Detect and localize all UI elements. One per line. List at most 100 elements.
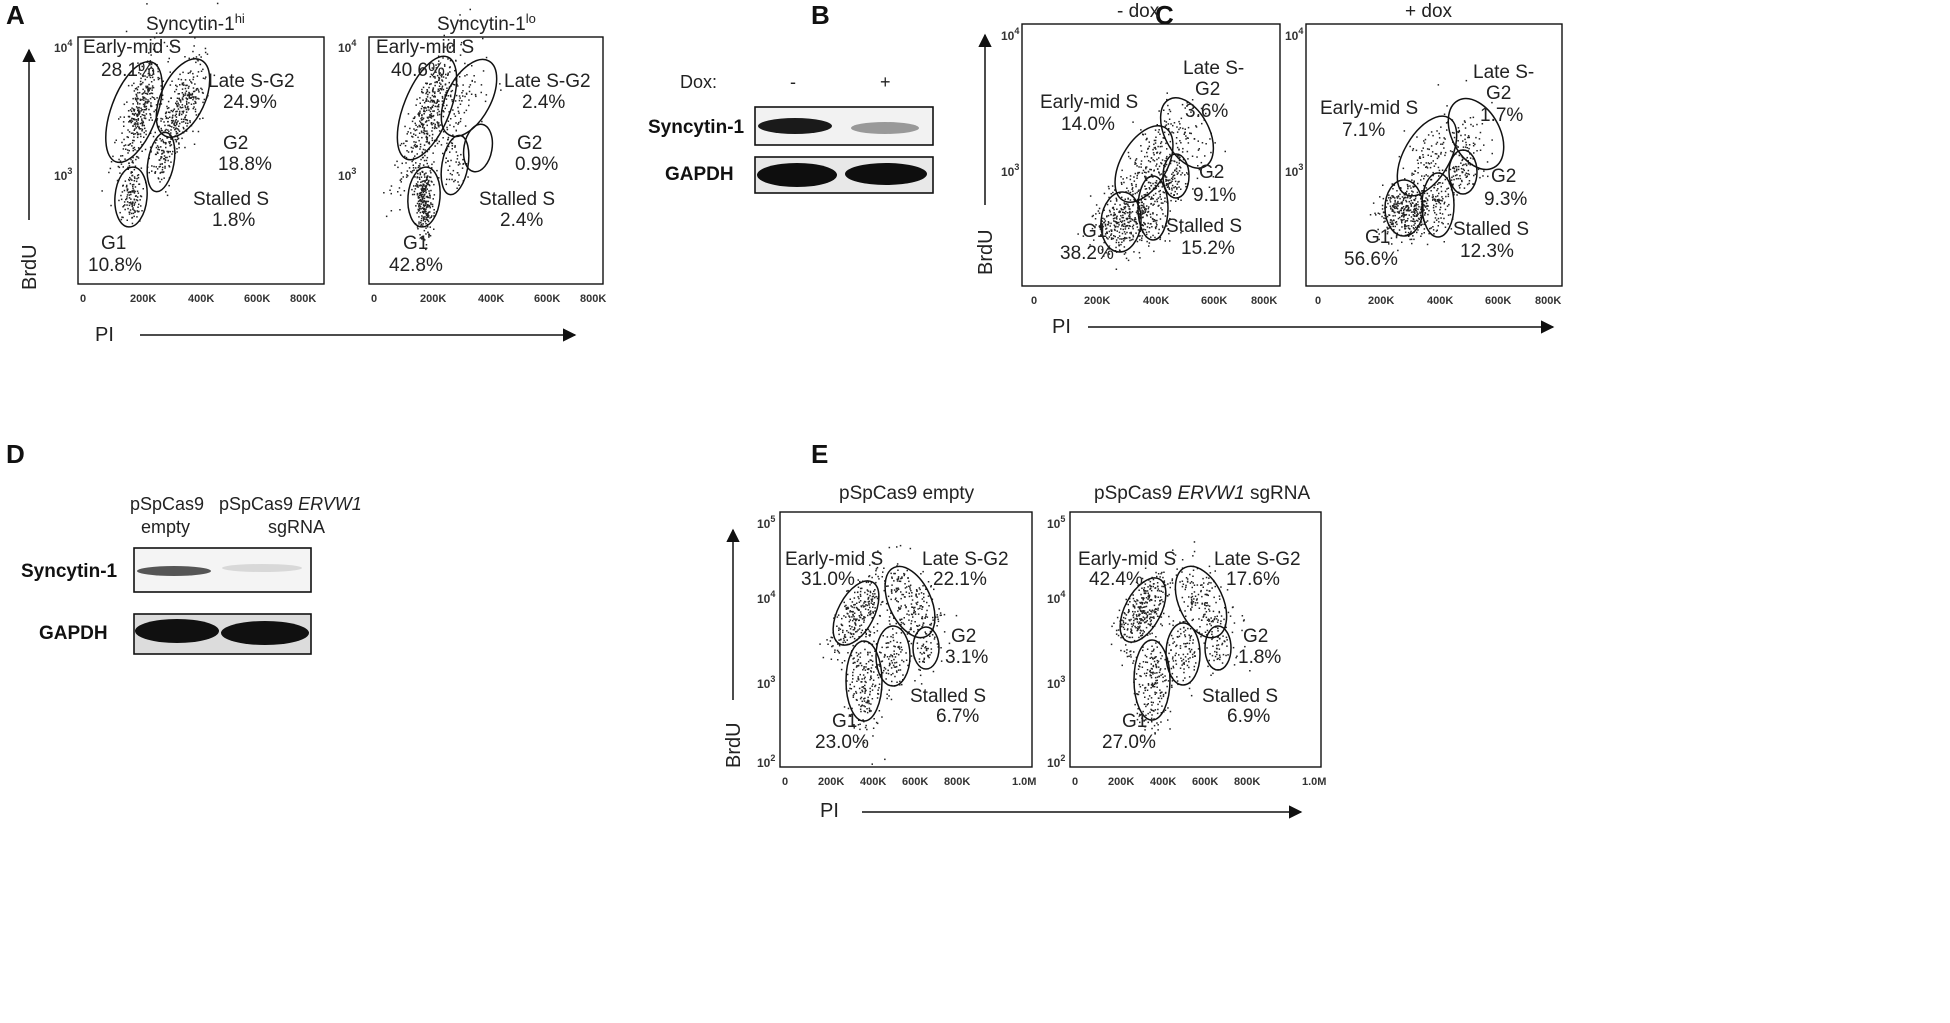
event-dot — [413, 133, 415, 135]
event-dot — [897, 587, 899, 589]
event-dot — [920, 592, 923, 594]
event-dot — [1144, 689, 1146, 692]
event-dot — [184, 106, 187, 109]
event-dot — [1475, 136, 1477, 139]
event-dot — [147, 89, 149, 91]
event-dot — [154, 98, 156, 100]
event-dot — [875, 569, 877, 572]
event-dot — [1429, 166, 1432, 169]
event-dot — [1462, 146, 1465, 148]
event-dot — [861, 618, 864, 620]
event-dot — [1426, 220, 1429, 222]
event-dot — [165, 117, 168, 119]
event-dot — [440, 144, 443, 146]
event-dot — [1137, 668, 1140, 670]
event-dot — [1139, 618, 1141, 620]
event-dot — [936, 625, 938, 627]
event-dot — [1416, 211, 1418, 213]
event-dot — [1193, 652, 1195, 654]
event-dot — [1410, 187, 1412, 189]
event-dot — [419, 146, 422, 148]
event-dot — [205, 76, 207, 78]
event-dot — [1190, 602, 1193, 605]
event-dot — [909, 586, 911, 588]
event-dot — [1447, 195, 1450, 198]
event-dot — [1382, 211, 1385, 213]
event-dot — [1136, 629, 1138, 632]
event-dot — [148, 157, 150, 160]
event-dot — [893, 658, 895, 661]
event-dot — [1153, 724, 1156, 727]
event-dot — [1476, 123, 1478, 126]
event-dot — [1491, 152, 1493, 155]
event-dot — [1417, 208, 1419, 211]
event-dot — [857, 678, 860, 680]
event-dot — [174, 121, 176, 124]
event-dot — [863, 616, 865, 618]
event-dot — [1143, 612, 1146, 614]
event-dot — [1172, 624, 1174, 627]
event-dot — [1193, 584, 1196, 586]
event-dot — [131, 222, 134, 225]
event-dot — [129, 176, 131, 179]
event-dot — [1142, 224, 1144, 227]
event-dot — [141, 119, 143, 122]
event-dot — [147, 91, 149, 93]
event-dot — [120, 163, 123, 165]
event-dot — [1155, 187, 1157, 190]
event-dot — [485, 94, 488, 96]
event-dot — [433, 127, 436, 130]
event-dot — [1412, 202, 1414, 204]
event-dot — [1151, 650, 1153, 653]
event-dot — [118, 166, 121, 169]
event-dot — [1173, 174, 1176, 176]
event-dot — [434, 84, 436, 87]
event-dot — [451, 89, 454, 92]
event-dot — [1221, 662, 1224, 664]
event-dot — [1404, 208, 1406, 210]
event-dot — [1144, 592, 1146, 595]
event-dot — [1164, 197, 1166, 199]
event-dot — [1150, 598, 1153, 601]
event-dot — [176, 148, 178, 150]
event-dot — [153, 110, 155, 113]
event-dot — [1463, 169, 1465, 172]
event-dot — [405, 176, 408, 178]
event-dot — [1181, 172, 1184, 174]
event-dot — [1443, 217, 1445, 220]
event-dot — [168, 142, 171, 145]
event-dot — [1396, 197, 1399, 199]
event-dot — [462, 90, 464, 92]
event-dot — [1219, 622, 1222, 625]
event-dot — [1198, 148, 1200, 150]
event-dot — [913, 611, 915, 613]
event-dot — [1174, 177, 1176, 180]
event-dot — [1211, 587, 1213, 589]
event-dot — [1398, 155, 1401, 158]
event-dot — [1112, 191, 1114, 194]
event-dot — [872, 603, 874, 605]
event-dot — [1115, 216, 1118, 219]
event-dot — [141, 128, 144, 131]
event-dot — [1440, 185, 1442, 188]
event-dot — [859, 708, 862, 710]
event-dot — [418, 185, 421, 187]
event-dot — [424, 202, 427, 205]
event-dot — [185, 84, 187, 87]
event-dot — [143, 131, 145, 134]
event-dot — [427, 183, 429, 185]
event-dot — [464, 125, 467, 127]
event-dot — [1411, 242, 1413, 245]
event-dot — [1143, 618, 1146, 621]
event-dot — [1398, 202, 1400, 205]
event-dot — [1142, 210, 1145, 212]
event-dot — [1457, 140, 1459, 142]
event-dot — [1123, 225, 1125, 227]
event-dot — [1146, 669, 1149, 671]
event-dot — [929, 623, 931, 626]
event-dot — [1396, 232, 1399, 234]
event-dot — [1136, 165, 1138, 167]
event-dot — [404, 125, 406, 128]
event-dot — [201, 88, 203, 91]
event-dot — [420, 217, 423, 220]
